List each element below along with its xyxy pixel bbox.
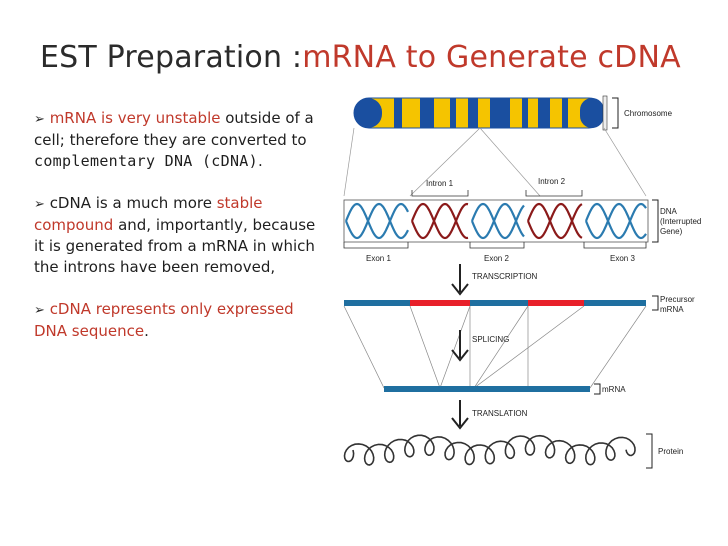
precursor-label-line1: Precursor bbox=[660, 295, 695, 304]
intron-2-bracket bbox=[525, 190, 583, 197]
chromosome-bracket bbox=[612, 97, 619, 129]
protein-coil bbox=[343, 434, 636, 466]
arrow-bullet-icon: ➢ bbox=[34, 303, 45, 318]
helix-strand bbox=[410, 202, 469, 240]
mrna-bar bbox=[384, 386, 590, 392]
mrna-bracket bbox=[594, 383, 601, 395]
helix-strand bbox=[526, 202, 583, 240]
intron-1-label: Intron 1 bbox=[426, 179, 454, 188]
splicing-lines bbox=[343, 305, 647, 389]
bullet-list: ➢ mRNA is very unstable outside of a cel… bbox=[34, 108, 324, 363]
exon-3-bracket bbox=[583, 242, 647, 249]
helix-strand bbox=[344, 202, 409, 240]
gene-expression-diagram: Chromosome Intron 1 Intron 2 DNA (Interr… bbox=[343, 95, 701, 469]
zoom-line bbox=[603, 127, 647, 197]
helix-strand bbox=[470, 202, 525, 240]
zoom-line bbox=[343, 127, 355, 197]
title-bar: EST Preparation :mRNA to Generate cDNA bbox=[0, 18, 728, 78]
protein-bracket bbox=[646, 433, 653, 469]
translation-arrow-icon bbox=[451, 400, 469, 430]
precursor-bracket bbox=[652, 295, 659, 311]
transcription-arrow-icon bbox=[451, 264, 469, 296]
translation-label: TRANSLATION bbox=[472, 409, 528, 418]
protein-label: Protein bbox=[658, 447, 683, 456]
precursor-mrna-bar bbox=[344, 300, 646, 306]
exon-2-label: Exon 2 bbox=[484, 254, 509, 263]
bullet-1-part1: mRNA is very unstable bbox=[49, 109, 221, 127]
helix-strand bbox=[526, 202, 583, 240]
zoom-line bbox=[409, 127, 481, 197]
bullet-3-highlight: cDNA represents only expressed DNA seque… bbox=[34, 300, 294, 340]
splicing-arrow-icon bbox=[451, 330, 469, 362]
protein-chain bbox=[343, 434, 636, 466]
bullet-1-term: complementary DNA (cDNA) bbox=[34, 152, 258, 170]
arrow-bullet-icon: ➢ bbox=[34, 197, 45, 212]
splicing-label: SPLICING bbox=[472, 335, 509, 344]
chromosome-figure bbox=[353, 95, 608, 131]
bullet-item-1: ➢ mRNA is very unstable outside of a cel… bbox=[34, 108, 324, 172]
bullet-1-part2: outside of a cell; therefore they are co… bbox=[34, 109, 314, 149]
exon-3-label: Exon 3 bbox=[610, 254, 635, 263]
dna-label-line3: Gene) bbox=[660, 227, 683, 236]
bullet-2-highlight: stable compound bbox=[34, 194, 263, 234]
bullet-item-2: ➢ cDNA is a much more stable compound an… bbox=[34, 193, 324, 278]
chromosome-label: Chromosome bbox=[624, 109, 673, 118]
zoom-line bbox=[479, 127, 541, 197]
dna-double-helix bbox=[343, 199, 649, 243]
exon-1-label: Exon 1 bbox=[366, 254, 391, 263]
helix-strand bbox=[344, 202, 409, 240]
helix-strand bbox=[410, 202, 469, 240]
helix-strand bbox=[470, 202, 525, 240]
title-highlight: mRNA to Generate cDNA bbox=[302, 40, 681, 75]
helix-strand bbox=[584, 202, 647, 240]
bullet-3-end: . bbox=[144, 322, 149, 340]
bullet-2-part2: and, importantly, because it is generate… bbox=[34, 216, 316, 276]
intron-1-bracket bbox=[411, 190, 469, 197]
transcription-label: TRANSCRIPTION bbox=[472, 272, 538, 281]
dna-label-line1: DNA bbox=[660, 207, 678, 216]
slide-title: EST Preparation :mRNA to Generate cDNA bbox=[40, 40, 681, 75]
dna-label-line2: (Interrupted bbox=[660, 217, 701, 226]
bullet-2-part1: cDNA is a much more bbox=[49, 194, 212, 212]
bullet-1-end: . bbox=[257, 152, 263, 170]
exon-2-bracket bbox=[469, 242, 525, 249]
arrow-bullet-icon: ➢ bbox=[34, 112, 45, 127]
dna-bracket bbox=[652, 199, 659, 243]
title-prefix: EST Preparation : bbox=[40, 40, 303, 75]
exon-1-bracket bbox=[343, 242, 409, 249]
intron-2-label: Intron 2 bbox=[538, 177, 566, 186]
bullet-item-3: ➢ cDNA represents only expressed DNA seq… bbox=[34, 299, 324, 342]
mrna-label: mRNA bbox=[602, 385, 626, 394]
helix-strand bbox=[584, 202, 647, 240]
precursor-label-line2: mRNA bbox=[660, 305, 684, 314]
